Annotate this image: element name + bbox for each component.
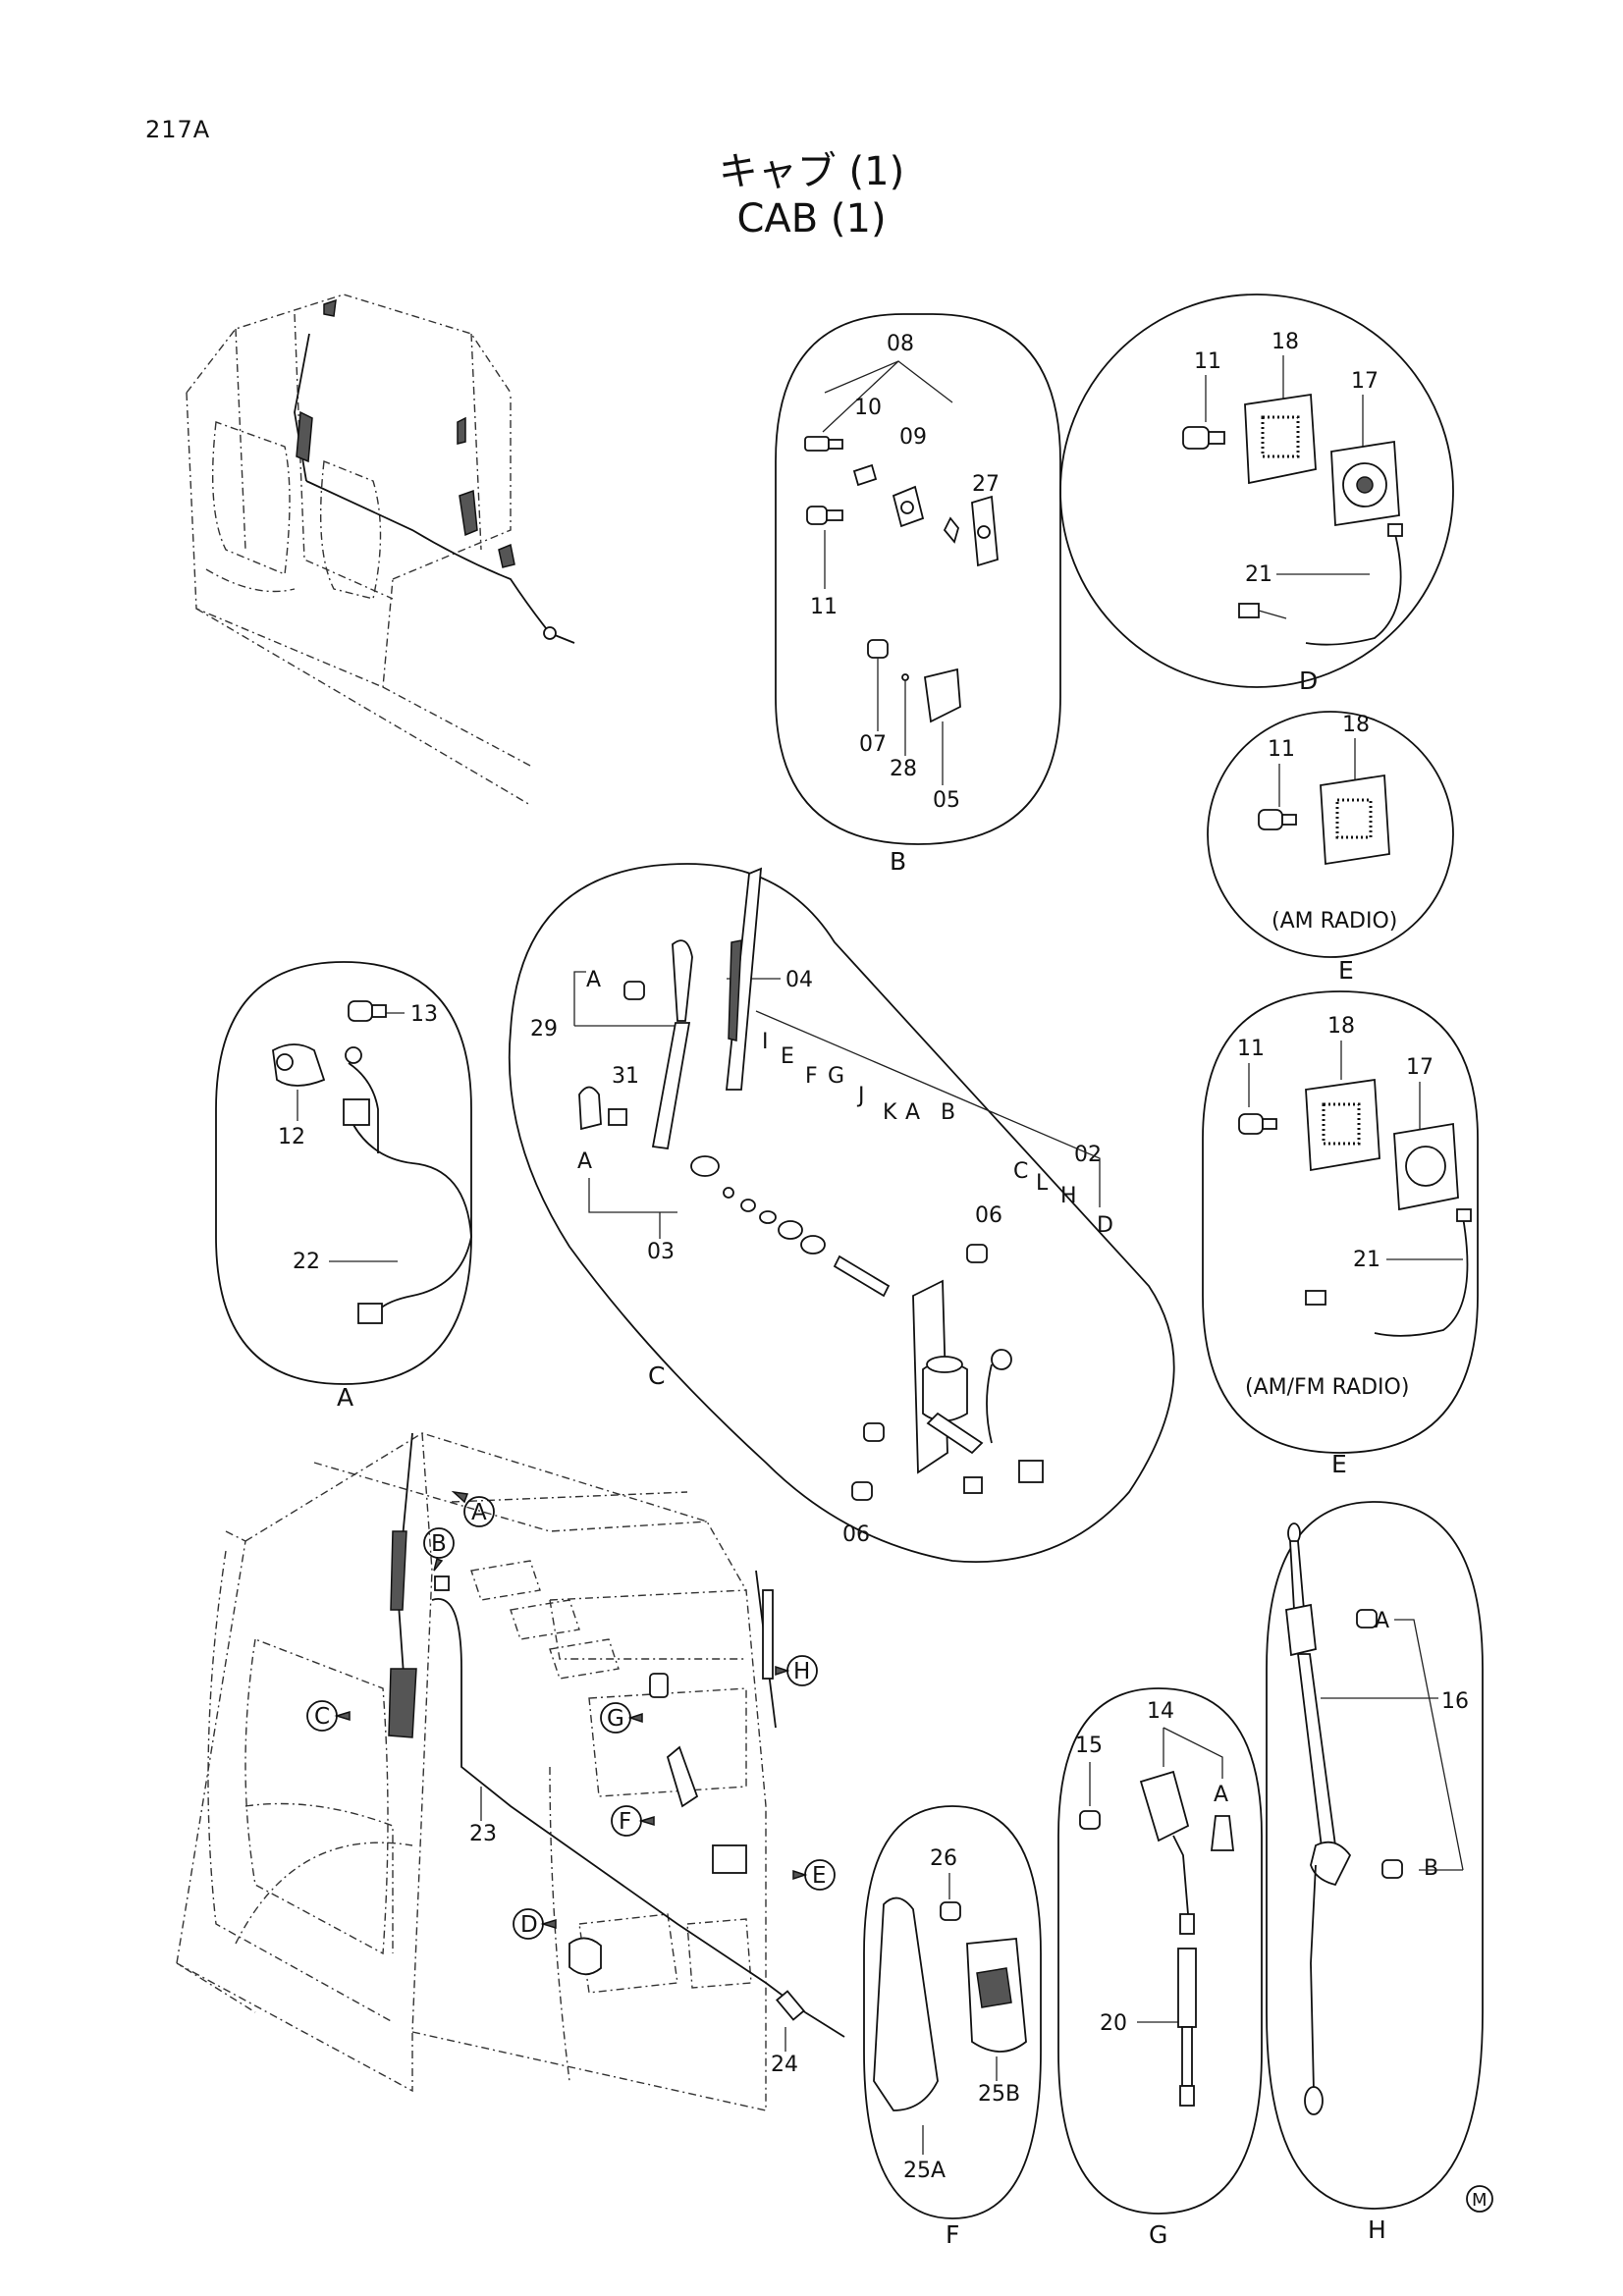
callout-eam-18: 18: [1342, 713, 1370, 737]
callout-f-25B: 25B: [978, 2082, 1020, 2107]
page-number: 217A: [145, 116, 211, 143]
callout-g-15: 15: [1075, 1734, 1103, 1758]
view-d-label: D: [1299, 667, 1318, 695]
callout-c-G: G: [828, 1064, 844, 1089]
callout-c-04: 04: [785, 968, 813, 992]
callout-eamfm-11: 11: [1237, 1037, 1265, 1061]
svg-text:E: E: [812, 1863, 827, 1889]
callout-main-24: 24: [771, 2053, 798, 2077]
view-h-label: H: [1368, 2216, 1386, 2244]
callout-c-A3: A: [905, 1100, 920, 1125]
view-d: D 11 18 17 21: [1059, 294, 1454, 695]
callout-f-26: 26: [930, 1846, 957, 1871]
callout-b-28: 28: [890, 757, 917, 781]
callout-b-10: 10: [854, 396, 882, 420]
callout-eamfm-21: 21: [1353, 1248, 1380, 1272]
view-a: A 13 12 22: [215, 961, 472, 1412]
svg-text:H: H: [793, 1659, 810, 1684]
svg-text:G: G: [607, 1706, 624, 1732]
cab-overview-small: [186, 294, 575, 806]
view-g: G 14 15 A 20: [1057, 1687, 1263, 2249]
marker-c: C: [306, 1700, 351, 1732]
view-e-am: E (AM RADIO) 11 18: [1207, 711, 1454, 985]
marker-e: E: [792, 1859, 836, 1891]
view-e-amfm: E (AM/FM RADIO) 11 18 17 21: [1202, 990, 1479, 1478]
corner-m-mark: M: [1466, 2185, 1493, 2213]
speaker-grille-icon: [1261, 415, 1300, 458]
view-e-am-caption: (AM RADIO): [1271, 909, 1397, 934]
marker-b: B: [423, 1527, 455, 1572]
view-a-label: A: [337, 1383, 353, 1412]
callout-g-A: A: [1214, 1783, 1228, 1807]
callout-h-A: A: [1375, 1609, 1389, 1633]
svg-text:M: M: [1472, 2190, 1488, 2211]
svg-text:B: B: [431, 1531, 447, 1557]
callout-c-06a: 06: [975, 1203, 1002, 1228]
callout-c-K: K: [883, 1100, 897, 1125]
marker-d: D: [513, 1908, 557, 1940]
callout-a-13: 13: [410, 1002, 438, 1027]
marker-a: A: [451, 1490, 495, 1527]
callout-c-02: 02: [1074, 1143, 1102, 1167]
view-c: C 04 29 A 31 A 03 I E F G J K A B 02 C L…: [508, 863, 1175, 1563]
svg-text:C: C: [314, 1704, 330, 1730]
callout-h-16: 16: [1441, 1689, 1469, 1714]
callout-c-A2: A: [577, 1149, 592, 1174]
view-f-label: F: [946, 2220, 959, 2249]
callout-eam-11: 11: [1268, 737, 1295, 762]
title-japanese: キャブ (1): [718, 149, 905, 194]
callout-c-D: D: [1097, 1213, 1113, 1238]
view-c-label: C: [648, 1362, 665, 1390]
callout-c-L: L: [1036, 1171, 1049, 1196]
callout-c-F: F: [805, 1064, 818, 1089]
callout-b-07: 07: [859, 732, 887, 757]
view-h: H A 16 B: [1266, 1501, 1484, 2244]
view-e-amfm-label: E: [1331, 1450, 1347, 1478]
callout-c-06b: 06: [842, 1522, 870, 1547]
callout-b-09: 09: [899, 425, 927, 450]
view-b-label: B: [890, 847, 906, 876]
callout-c-29: 29: [530, 1017, 558, 1041]
callout-main-23: 23: [469, 1822, 497, 1846]
callout-f-25A: 25A: [903, 2159, 946, 2183]
callout-d-18: 18: [1271, 330, 1299, 354]
marker-f: F: [611, 1805, 655, 1837]
callout-c-H: H: [1060, 1184, 1077, 1208]
view-e-am-label: E: [1338, 956, 1354, 985]
callout-c-B: B: [941, 1100, 955, 1125]
callout-g-14: 14: [1147, 1699, 1174, 1724]
callout-h-B: B: [1424, 1856, 1438, 1881]
svg-text:D: D: [520, 1912, 538, 1938]
callout-eamfm-17: 17: [1406, 1055, 1434, 1080]
callout-b-27: 27: [972, 472, 1000, 497]
callout-b-08: 08: [887, 332, 914, 356]
view-g-label: G: [1149, 2220, 1167, 2249]
marker-g: G: [600, 1702, 643, 1734]
callout-d-11: 11: [1194, 349, 1221, 374]
callout-b-05: 05: [933, 788, 960, 813]
callout-g-20: 20: [1100, 2011, 1127, 2036]
view-b: B 08 10 09 27 11 07 28 05: [775, 313, 1061, 876]
callout-c-I: I: [762, 1030, 769, 1054]
callout-b-11: 11: [810, 595, 838, 619]
callout-c-A1: A: [586, 968, 601, 992]
svg-text:A: A: [471, 1500, 487, 1525]
callout-c-31: 31: [612, 1064, 639, 1089]
callout-d-17: 17: [1351, 369, 1379, 394]
callout-d-21: 21: [1245, 562, 1272, 587]
callout-a-12: 12: [278, 1125, 305, 1149]
view-e-amfm-caption: (AM/FM RADIO): [1245, 1375, 1409, 1400]
main-cab: 23 24 A B C H G: [176, 1432, 845, 2111]
callout-c-J: J: [856, 1084, 865, 1108]
callout-c-03: 03: [647, 1240, 675, 1264]
view-f: F 26 25A 25B: [863, 1805, 1042, 2249]
callout-a-22: 22: [293, 1250, 320, 1274]
callout-c-E: E: [781, 1044, 794, 1069]
marker-h: H: [775, 1655, 818, 1686]
callout-eamfm-18: 18: [1327, 1014, 1355, 1039]
title-english: CAB (1): [736, 196, 887, 241]
svg-text:F: F: [619, 1809, 631, 1835]
callout-c-C: C: [1013, 1159, 1028, 1184]
